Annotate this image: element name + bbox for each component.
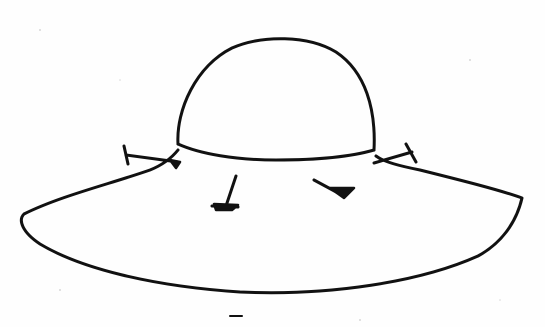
paper-specks bbox=[39, 29, 501, 321]
hat-crown bbox=[178, 39, 374, 150]
hat-brim bbox=[21, 150, 522, 293]
pin-center-right bbox=[314, 180, 354, 198]
hat-band bbox=[178, 144, 374, 160]
pin-right bbox=[374, 144, 416, 163]
pin-center-left bbox=[212, 176, 238, 210]
